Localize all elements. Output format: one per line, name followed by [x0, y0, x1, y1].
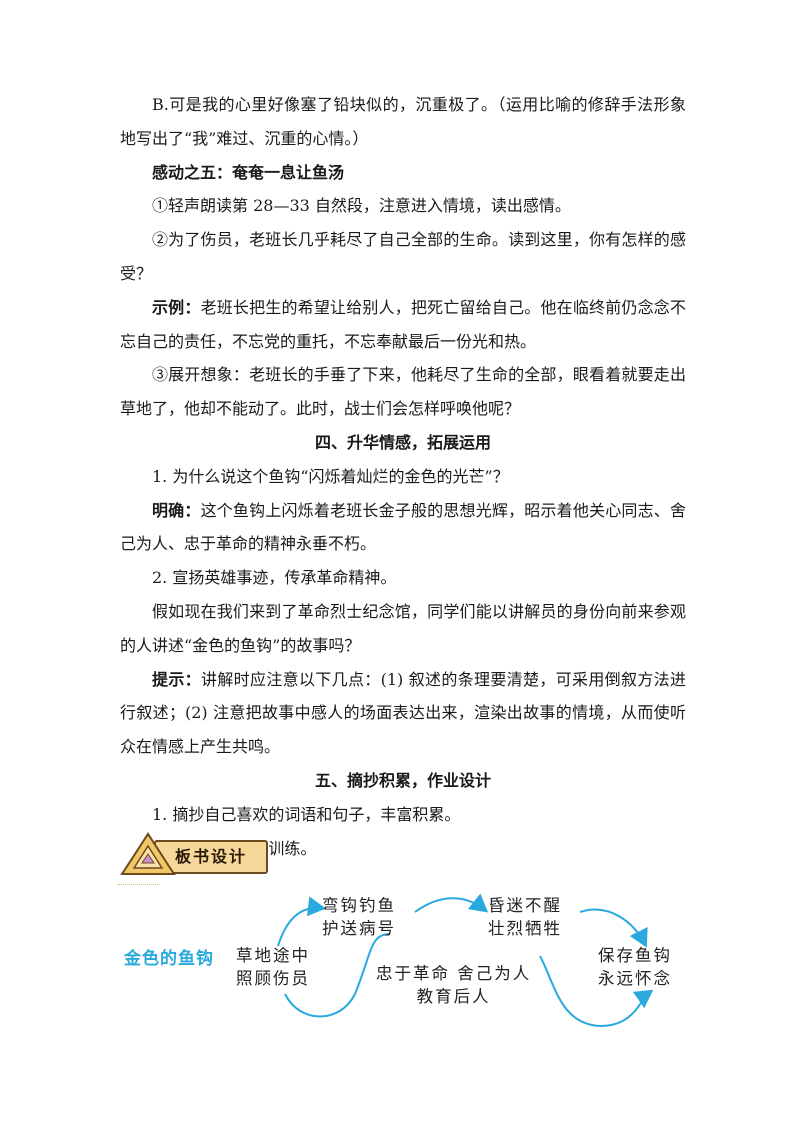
node-line: 忠于革命 舍己为人: [376, 964, 532, 983]
paragraph: 1. 为什么说这个鱼钩“闪烁着灿烂的金色的光芒”？: [152, 466, 509, 486]
hint-label: 提示：: [152, 669, 201, 689]
paragraph: 假如现在我们来到了革命烈士纪念馆，同学们能以讲解员的身份向前来参观的人讲述“金色…: [120, 601, 686, 655]
node-line: 教育后人: [416, 987, 491, 1006]
divider: [118, 884, 160, 885]
paragraph: 示例：老班长把生的希望让给别人，把死亡留给自己。他在临终前仍念念不忘自己的责任，…: [120, 291, 686, 359]
node-line: 护送病号: [322, 919, 396, 938]
answer-label: 明确：: [152, 500, 201, 520]
paragraph: 1. 摘抄自己喜欢的词语和句子，丰富积累。: [152, 804, 461, 824]
paragraph: ①轻声朗读第 28—33 自然段，注意进入情境，读出感情。: [152, 196, 571, 216]
board-node: 保存鱼钩 永远怀念: [598, 944, 672, 990]
banner-label-box: 板书设计: [154, 840, 268, 874]
arrow-path: [579, 908, 648, 948]
section-heading: 四、升华情感，拓展运用: [314, 432, 491, 452]
example-text: 老班长把生的希望让给别人，把死亡留给自己。他在临终前仍念念不忘自己的责任，不忘党…: [120, 297, 686, 351]
banner-label: 板书设计: [174, 847, 247, 866]
arrow-path: [284, 933, 391, 1018]
paragraph: B.可是我的心里好像塞了铅块似的，沉重极了。（运用比喻的修辞手法形象地写出了“我…: [120, 95, 686, 148]
paragraph: 2. 宣扬英雄事迹，传承革命精神。: [152, 568, 397, 588]
paragraph: ③展开想象：老班长的手垂了下来，他耗尽了生命的全部，眼看着就要走出草地了，他却不…: [120, 365, 686, 419]
arrow-path: [414, 893, 489, 913]
board-design-banner: 板书设计: [118, 830, 268, 878]
flow-arrows: [277, 893, 654, 1028]
board-title: 金色的鱼钩: [124, 949, 214, 969]
node-line: 照顾伤员: [236, 969, 310, 988]
node-line: 昏迷不醒: [488, 896, 562, 915]
section-heading: 五、摘抄积累，作业设计: [314, 770, 491, 790]
answer-text: 这个鱼钩上闪烁着老班长金子般的思想光辉，昭示着他关心同志、舍己为人、忠于革命的精…: [120, 500, 686, 554]
node-line: 保存鱼钩: [598, 946, 672, 965]
paragraph: 提示：讲解时应注意以下几点：(1) 叙述的条理要清楚，可采用倒叙方法进行叙述；(…: [120, 663, 686, 764]
node-line: 永远怀念: [598, 969, 672, 988]
section-subheading: 感动之五：奄奄一息让鱼汤: [152, 162, 345, 182]
node-line: 壮烈牺牲: [488, 919, 562, 938]
board-node: 昏迷不醒 壮烈牺牲: [488, 894, 562, 940]
paragraph: 明确：这个鱼钩上闪烁着老班长金子般的思想光辉，昭示着他关心同志、舍己为人、忠于革…: [120, 494, 686, 562]
lesson-text: B.可是我的心里好像塞了铅块似的，沉重极了。（运用比喻的修辞手法形象地写出了“我…: [120, 88, 686, 865]
board-diagram: 金色的鱼钩 草地途中 照顾伤员 弯钩钓鱼 护送病号 忠于革命 舍己为人 教育后人…: [110, 884, 710, 1034]
board-node: 草地途中 照顾伤员: [236, 944, 310, 990]
node-line: 弯钩钓鱼: [322, 896, 396, 915]
board-node: 忠于革命 舍己为人 教育后人: [376, 962, 531, 1008]
arrow-path: [277, 896, 326, 947]
board-node: 弯钩钓鱼 护送病号: [322, 894, 396, 940]
hint-text: 讲解时应注意以下几点：(1) 叙述的条理要清楚，可采用倒叙方法进行叙述；(2) …: [120, 669, 686, 757]
arrow-path: [539, 955, 654, 1028]
triangle-icon: [120, 832, 176, 875]
example-label: 示例：: [152, 297, 201, 317]
paragraph: ②为了伤员，老班长几乎耗尽了自己全部的生命。读到这里，你有怎样的感受？: [120, 230, 686, 283]
node-line: 草地途中: [236, 946, 310, 965]
